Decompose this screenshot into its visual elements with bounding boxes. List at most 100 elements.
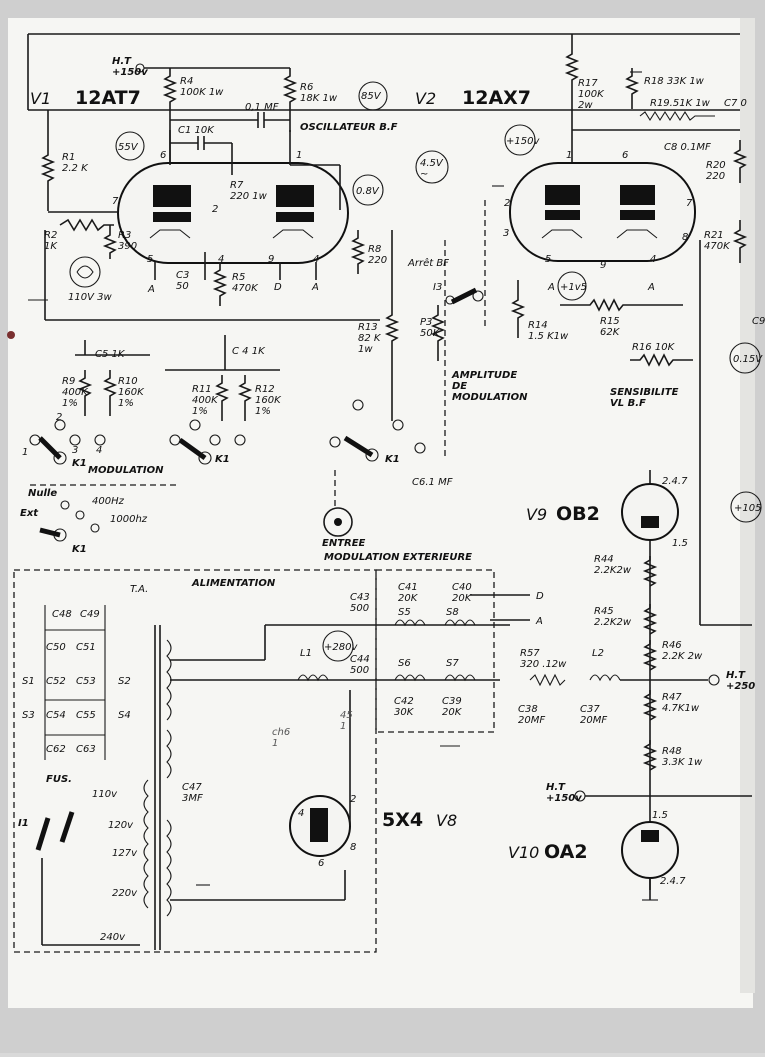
modulation-label: MODULATION <box>88 465 164 476</box>
svg-text:6: 6 <box>318 858 324 869</box>
l2-label: L2 <box>592 648 604 659</box>
r18-label: R18 33K 1w <box>644 76 705 87</box>
badge-55v: 55V <box>115 131 145 161</box>
svg-text:2: 2 <box>56 412 62 423</box>
c1-label: C1 10K <box>178 125 215 136</box>
tap-120v[interactable]: 120v <box>108 820 134 831</box>
lamp-110v <box>69 256 101 288</box>
svg-text:K1: K1 <box>72 544 87 555</box>
alimentation-label: ALIMENTATION <box>191 578 276 589</box>
entree-switch-k1[interactable] <box>329 399 426 462</box>
ground-symbols <box>28 71 642 886</box>
svg-text:+105: +105 <box>734 503 761 514</box>
s6-label: S6 <box>398 658 411 669</box>
c62-label: C62 <box>46 744 66 755</box>
svg-text:+150v: +150v <box>506 136 540 147</box>
hz1000-label: 1000hz <box>110 514 148 525</box>
tap-110v[interactable]: 110v <box>92 789 118 800</box>
modulation-selector[interactable] <box>39 500 100 542</box>
v10-pins-top: 1.5 <box>652 810 668 821</box>
modulation-switch-k1[interactable] <box>29 419 106 465</box>
svg-text:A: A <box>311 282 319 293</box>
svg-text:2: 2 <box>212 204 218 215</box>
svg-text:55V: 55V <box>118 142 139 153</box>
entree-line1: ENTREE <box>322 538 366 549</box>
badge-15v: +1v5 <box>557 271 587 301</box>
s2-label: S2 <box>118 676 131 687</box>
ht250-terminal <box>708 674 720 686</box>
svg-text:5: 5 <box>545 254 551 265</box>
r20-resistor <box>732 140 748 183</box>
modulation-switch-k1b[interactable] <box>169 419 246 465</box>
svg-text:A: A <box>147 284 155 295</box>
v2-tube-envelope <box>509 162 696 262</box>
mains-switch-i1[interactable] <box>35 811 75 851</box>
v2-type: 12AX7 <box>462 87 531 109</box>
input-filter-caps <box>44 605 106 760</box>
svg-text:1: 1 <box>566 150 572 161</box>
nulle-label: Nulle <box>28 488 57 499</box>
svg-text:3: 3 <box>72 445 78 456</box>
s1-label: S1 <box>22 676 35 687</box>
badge-08v: 0.8V <box>352 174 384 206</box>
r14-resistor <box>510 280 526 338</box>
r8-resistor <box>350 230 366 274</box>
badge-105v: +105 <box>730 491 762 523</box>
svg-text:4.5V~: 4.5V~ <box>420 158 444 180</box>
entree-jack[interactable] <box>323 507 353 537</box>
v10-type: OA2 <box>544 841 588 863</box>
s5-label: S5 <box>398 607 411 618</box>
tap-240v[interactable]: 240v <box>100 932 126 943</box>
tap-220v[interactable]: 220v <box>112 888 138 899</box>
c5-label: C5 1K <box>95 349 126 360</box>
c53-label: C53 <box>76 676 96 687</box>
r18-resistor <box>624 68 640 109</box>
rect-type: 5X4 <box>382 809 423 831</box>
svg-text:4: 4 <box>313 254 319 265</box>
svg-text:4: 4 <box>218 254 224 265</box>
modulation-k1-label: K1 <box>72 458 87 469</box>
v9-pins-top: 2.4.7 <box>662 476 688 487</box>
svg-text:A: A <box>547 282 555 293</box>
c55-label: C55 <box>76 710 96 721</box>
p3-potentiometer[interactable] <box>430 305 446 361</box>
tap-127v[interactable]: 127v <box>112 848 138 859</box>
svg-text:9: 9 <box>600 260 606 271</box>
oscillator-title: OSCILLATEUR B.F <box>300 122 398 133</box>
svg-text:6: 6 <box>160 150 166 161</box>
ta-label: T.A. <box>130 584 148 595</box>
v9-ob2-tube <box>621 483 679 541</box>
svg-text:A: A <box>647 282 655 293</box>
svg-text:5: 5 <box>147 254 153 265</box>
arret-bf-switch[interactable] <box>445 287 484 305</box>
v10-pins-bot: 2.4.7 <box>660 876 686 887</box>
r13-resistor <box>384 230 400 421</box>
v2-label: V2 <box>415 89 436 108</box>
svg-text:8: 8 <box>350 842 356 853</box>
rect-label: V8 <box>436 811 457 830</box>
